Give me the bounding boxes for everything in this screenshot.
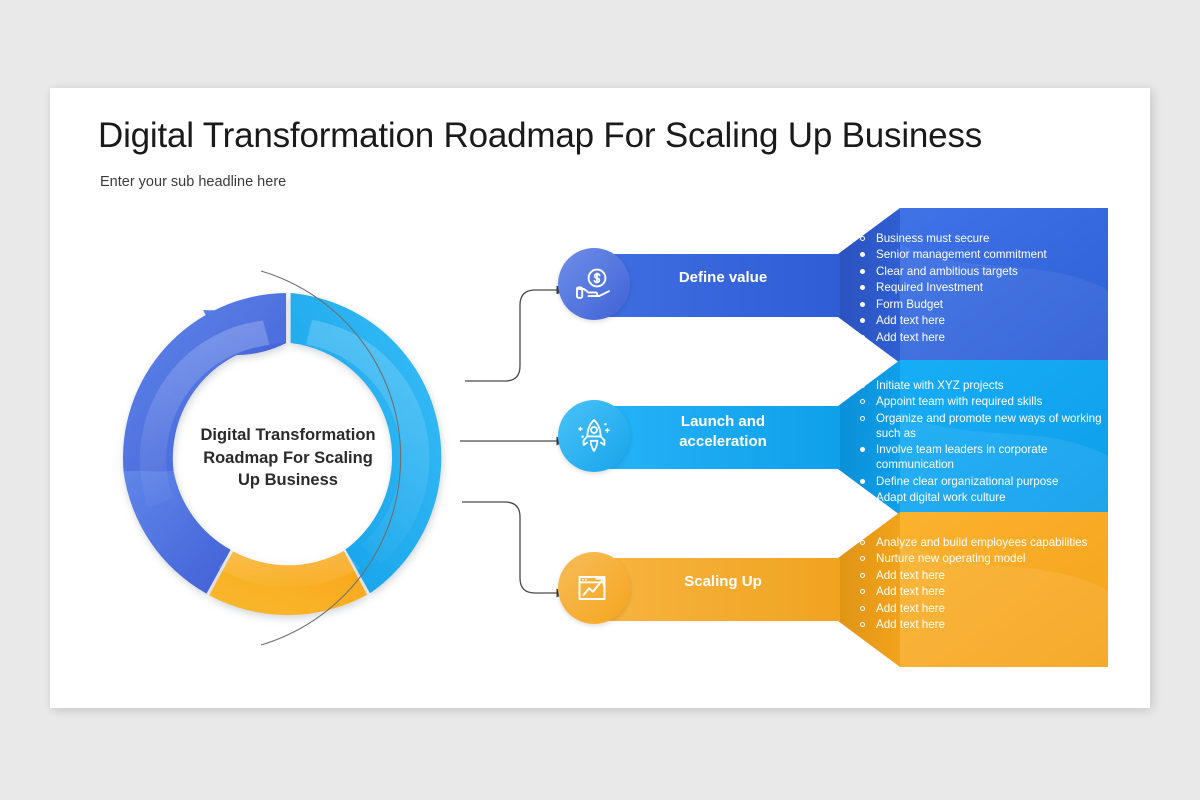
list-item: Adapt digital work culture	[858, 491, 1104, 506]
page-title: Digital Transformation Roadmap For Scali…	[98, 116, 983, 155]
panel-tab-2	[594, 406, 840, 469]
donut-highlight-cyan	[306, 320, 430, 564]
panel-sheen-3	[900, 542, 1108, 667]
list-item-text: Add text here	[876, 618, 945, 632]
list-item-text: Involve team leaders in corporate commun…	[876, 443, 1048, 472]
panel-shape-2	[594, 360, 1108, 515]
list-item: Organize and promote new ways of working…	[858, 412, 1104, 442]
bullet-marker-solid	[860, 495, 865, 501]
list-item-text: Required Investment	[876, 281, 983, 295]
donut-svg	[123, 270, 442, 646]
bullet-marker-solid	[860, 447, 865, 453]
list-item-text: Appoint team with required skills	[876, 395, 1043, 409]
bullet-marker-hollow	[860, 572, 865, 578]
bullet-marker-solid	[860, 334, 865, 340]
bullet-marker-hollow	[860, 236, 865, 241]
list-item-text: Organize and promote new ways of working…	[876, 411, 1102, 440]
outer-guide-arc	[260, 270, 402, 646]
hand-holding-coin-icon	[576, 268, 610, 299]
list-item: Analyze and build employees capabilities	[858, 536, 1104, 551]
panel-body-2	[900, 360, 1108, 515]
list-item-text: Analyze and build employees capabilities	[876, 536, 1088, 549]
list-item-text: Add text here	[876, 601, 945, 615]
panel-body-3	[900, 512, 1108, 667]
icon-circle-define-value[interactable]	[558, 248, 630, 320]
rocket-icon	[578, 419, 610, 452]
list-item-text: Adapt digital work culture	[876, 491, 1006, 505]
icon-circle-scaling-up[interactable]	[558, 552, 630, 624]
panel-body-1	[900, 208, 1108, 363]
bullet-marker-hollow	[860, 556, 865, 562]
list-item: Required Investment	[858, 281, 1104, 296]
list-item: Clear and ambitious targets	[858, 265, 1104, 280]
slide-canvas: Digital Transformation Roadmap For Scali…	[50, 88, 1150, 708]
bullet-marker-solid	[860, 285, 865, 291]
list-item-text: Add text here	[876, 314, 945, 328]
bullet-marker-hollow	[860, 622, 865, 628]
list-item-text: Add text here	[876, 585, 945, 599]
panel-wedge-3	[838, 512, 900, 667]
bullet-list-scaling-up: Analyze and build employees capabilities…	[858, 536, 1104, 635]
list-item: Senior management commitment	[858, 248, 1104, 263]
list-item-text: Add text here	[876, 330, 945, 344]
bullet-marker-solid	[860, 478, 865, 484]
list-item-text: Define clear organizational purpose	[876, 474, 1059, 488]
panel-sheen-1	[900, 244, 1108, 363]
list-item-text: Business must secure	[876, 232, 990, 245]
panel-wedge-2	[838, 360, 900, 515]
donut-diagram: Digital Transformation Roadmap For Scali…	[98, 268, 478, 648]
list-item: Business must secure	[858, 232, 1104, 247]
panel-shape-1	[594, 208, 1108, 363]
page-subtitle: Enter your sub headline here	[100, 174, 287, 190]
bullet-marker-solid	[860, 268, 865, 274]
icon-circle-launch[interactable]	[558, 400, 630, 472]
panel-tab-1	[594, 254, 840, 317]
bullet-marker-hollow	[860, 540, 865, 545]
list-item: Nurture new operating model	[858, 552, 1104, 567]
panel-shape-3	[594, 512, 1108, 667]
list-item: Add text here	[858, 569, 1104, 584]
list-item-text: Senior management commitment	[876, 248, 1047, 262]
bullet-marker-solid	[860, 301, 865, 307]
bullet-marker-hollow	[860, 415, 865, 421]
list-item-text: Clear and ambitious targets	[876, 264, 1018, 278]
list-item-text: Nurture new operating model	[876, 552, 1026, 566]
list-item: Add text here	[858, 314, 1104, 329]
growth-chart-icon	[578, 576, 606, 600]
panel-tab-3	[594, 558, 840, 621]
panel-wedge-1	[838, 208, 900, 363]
list-item: Form Budget	[858, 298, 1104, 313]
list-item-text: Form Budget	[876, 297, 944, 311]
panel-sheen-2	[900, 412, 1108, 515]
list-item: Add text here	[858, 331, 1104, 346]
bullet-marker-hollow	[860, 399, 865, 405]
donut-highlight-blue	[139, 320, 270, 508]
bullet-marker-solid	[860, 318, 865, 324]
list-item: Add text here	[858, 585, 1104, 600]
list-item-text: Add text here	[876, 568, 945, 582]
donut-highlight-orange	[218, 548, 360, 588]
list-item: Appoint team with required skills	[858, 395, 1104, 410]
bullet-marker-hollow	[860, 605, 865, 611]
list-item: Initiate with XYZ projects	[858, 379, 1104, 394]
bullet-marker-hollow	[860, 383, 865, 388]
bullet-marker-solid	[860, 252, 865, 258]
list-item: Add text here	[858, 618, 1104, 633]
donut-segment-define-value-tail	[123, 471, 231, 594]
donut-segments	[123, 293, 442, 616]
list-item: Add text here	[858, 602, 1104, 617]
list-item: Define clear organizational purpose	[858, 475, 1104, 490]
bullet-marker-hollow	[860, 589, 865, 595]
list-item: Involve team leaders in corporate commun…	[858, 443, 1104, 473]
list-item-text: Initiate with XYZ projects	[876, 379, 1004, 392]
